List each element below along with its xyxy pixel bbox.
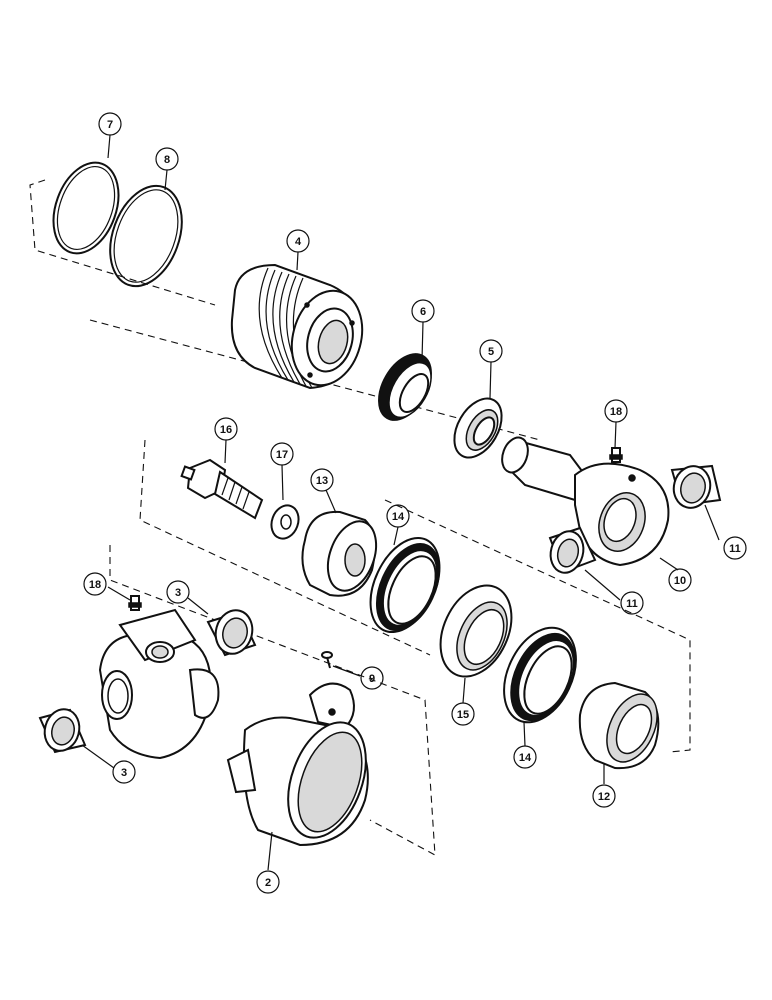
callout-18-upper-label: 18 xyxy=(610,406,622,418)
part-3-bushing-lower xyxy=(38,708,87,754)
callout-16: 16 xyxy=(214,417,238,441)
callout-3-lower-label: 3 xyxy=(121,767,127,779)
callout-13-label: 13 xyxy=(316,475,328,487)
callout-17: 17 xyxy=(270,442,294,466)
callout-11-right: 11 xyxy=(723,536,747,560)
callout-15: 15 xyxy=(451,702,475,726)
part-12-piston-nut xyxy=(578,681,660,770)
callout-9-label: 9 xyxy=(369,673,375,685)
callout-16-label: 16 xyxy=(220,424,232,436)
callout-6: 6 xyxy=(411,299,435,323)
part-4-gland xyxy=(230,263,364,390)
part-9-screw xyxy=(321,651,333,669)
callout-14-lower-label: 14 xyxy=(519,752,532,764)
part-11-bushing-left xyxy=(548,526,597,574)
callout-3-lower: 3 xyxy=(112,760,136,784)
part-7-snap-ring xyxy=(52,161,120,255)
callout-4-label: 4 xyxy=(295,236,302,248)
part-11-bushing-right xyxy=(670,464,722,509)
part-10-rod-eye xyxy=(501,436,670,567)
callout-12-label: 12 xyxy=(598,791,610,803)
callout-10-label: 10 xyxy=(674,575,686,587)
callout-11-left-label: 11 xyxy=(626,598,638,610)
callout-14-upper: 14 xyxy=(386,504,410,528)
callout-11-right-label: 11 xyxy=(729,543,741,555)
part-17-washer xyxy=(270,504,300,540)
callout-7: 7 xyxy=(98,112,122,136)
leader-lines xyxy=(81,134,720,871)
part-14-piston-seal-lower xyxy=(503,626,577,724)
part-3-bushing-upper xyxy=(206,609,257,657)
callout-15-label: 15 xyxy=(457,709,469,721)
callout-12: 12 xyxy=(592,784,616,808)
part-16-fitting xyxy=(180,458,264,520)
callout-8-label: 8 xyxy=(164,154,170,166)
callout-11-left: 11 xyxy=(620,591,644,615)
callout-14-upper-label: 14 xyxy=(392,511,405,523)
callout-17-label: 17 xyxy=(276,449,288,461)
callout-18-lower-label: 18 xyxy=(89,579,101,591)
callout-8: 8 xyxy=(155,147,179,171)
callout-5: 5 xyxy=(479,339,503,363)
callout-7-label: 7 xyxy=(107,119,113,131)
part-18-grease-fitting-lower xyxy=(128,595,142,611)
callout-10: 10 xyxy=(668,568,692,592)
callout-6-label: 6 xyxy=(420,306,426,318)
callout-18-lower: 18 xyxy=(83,572,107,596)
part-13-piston xyxy=(301,510,378,597)
callout-14-lower: 14 xyxy=(513,745,537,769)
callout-3-upper-label: 3 xyxy=(175,587,181,599)
callout-2-label: 2 xyxy=(265,877,271,889)
callout-18-upper: 18 xyxy=(604,399,628,423)
callout-4: 4 xyxy=(286,229,310,253)
part-2-barrel xyxy=(226,682,369,847)
base-end-clevis xyxy=(98,608,220,760)
callout-2: 2 xyxy=(256,870,280,894)
part-15-wear-ring xyxy=(439,584,513,678)
part-14-piston-seal-upper xyxy=(369,536,441,634)
callout-3-upper: 3 xyxy=(166,580,190,604)
callout-9: 9 xyxy=(360,666,384,690)
part-8-o-ring xyxy=(109,184,183,288)
part-18-grease-fitting-upper xyxy=(609,447,623,463)
part-5-rod-seal xyxy=(453,397,503,459)
callout-5-label: 5 xyxy=(488,346,494,358)
part-6-wiper-seal xyxy=(378,353,432,421)
callout-13: 13 xyxy=(310,468,334,492)
